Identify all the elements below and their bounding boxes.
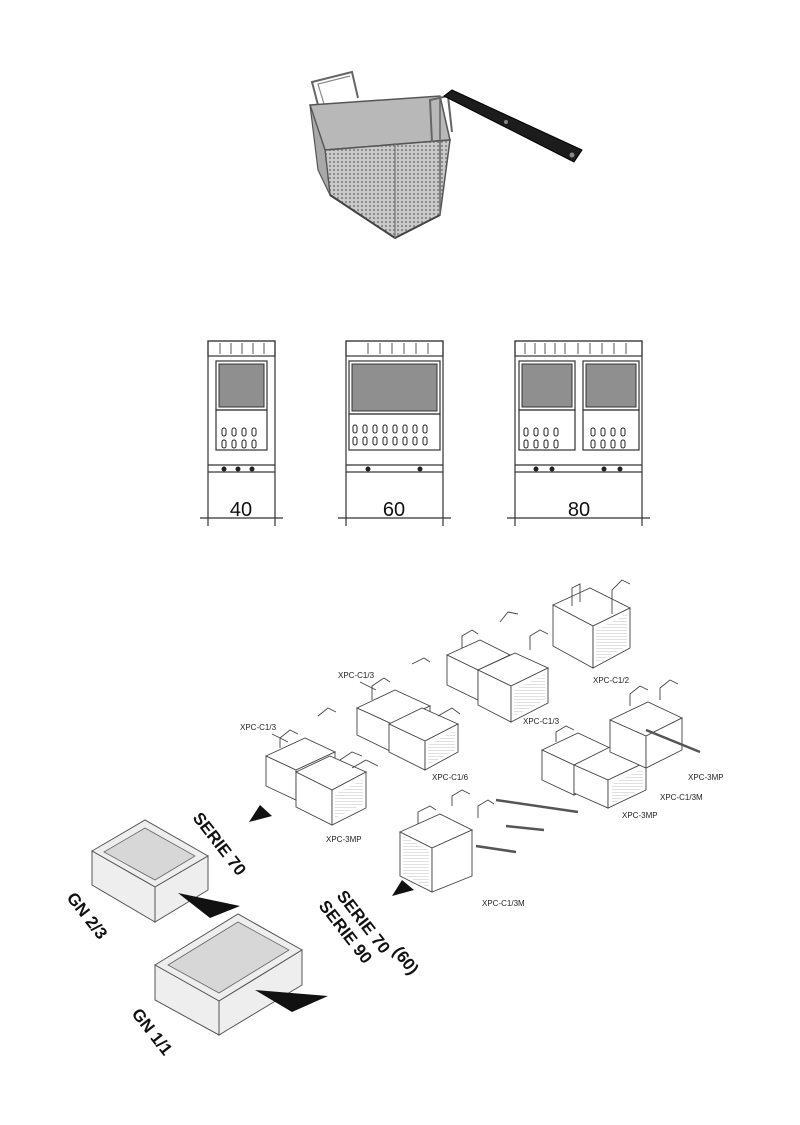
dimension-80: 80	[568, 499, 590, 521]
label-xpc-c13-top-right: XPC-C1/3	[523, 717, 560, 726]
label-xpc-c13-left: XPC-C1/3	[240, 723, 277, 732]
dimension-60: 60	[383, 499, 405, 521]
basket-group-bottom: XPC-C1/3M SERIE 70 SERIE 90 (60)	[315, 789, 579, 979]
label-xpc-3mp-left: XPC-3MP	[326, 835, 362, 844]
label-gn-23: GN 2/3	[63, 889, 111, 943]
basket-group-right: XPC-3MP XPC-C1/3M XPC-3MP	[540, 679, 724, 820]
label-xpc-c16: XPC-C1/6	[432, 773, 469, 782]
label-xpc-3mp-right-b: XPC-3MP	[622, 811, 658, 820]
label-xpc-c13m-right: XPC-C1/3M	[660, 793, 703, 802]
label-xpc-c13m-bottom: XPC-C1/3M	[482, 899, 525, 908]
label-paren-60: (60)	[389, 943, 423, 979]
dimension-40: 40	[230, 499, 252, 521]
fryer-front-80: 80	[507, 340, 650, 526]
fryer-basket-photo	[308, 70, 583, 240]
label-xpc-c13-top-mid: XPC-C1/3	[338, 671, 375, 680]
basket-group-mid: XPC-C1/3 XPC-C1/6	[338, 657, 469, 782]
basket-c12: XPC-C1/2	[551, 579, 632, 685]
basket-pair-top: XPC-C1/3	[445, 611, 560, 726]
gn-23-tray: GN 2/3	[63, 819, 240, 943]
fryer-front-40: 40	[200, 340, 283, 526]
fryer-front-60: 60	[338, 340, 451, 526]
label-xpc-c12: XPC-C1/2	[593, 676, 630, 685]
gn-11-tray: GN 1/1	[128, 913, 328, 1059]
label-xpc-3mp-right-a: XPC-3MP	[688, 773, 724, 782]
basket-group-left: XPC-C1/3 XPC-3MP SERIE 70	[189, 707, 379, 879]
label-gn-11: GN 1/1	[128, 1005, 176, 1059]
